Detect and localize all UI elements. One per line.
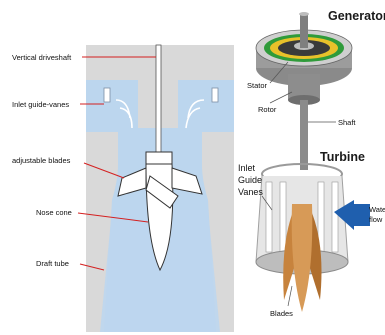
turbine-generator-illustration: Generator Turbine [238, 9, 385, 318]
label-stator: Stator [247, 81, 268, 90]
label-rotor: Rotor [258, 105, 277, 114]
turbine-illustration [256, 164, 370, 312]
label-water: Water [369, 205, 385, 214]
guide-vane-left [104, 88, 110, 102]
label-flow: flow [369, 215, 383, 224]
generator-shaft-top [300, 14, 308, 48]
generator-shaft-cap [299, 12, 309, 16]
guide-vane-2 [280, 182, 286, 252]
generator-illustration [256, 12, 352, 105]
title-generator: Generator [328, 9, 385, 23]
driveshaft [156, 45, 161, 155]
title-turbine: Turbine [320, 150, 365, 164]
label-inlet: Inlet [238, 163, 256, 173]
label-guide: Guide [238, 175, 262, 185]
label-adjustable-blades: adjustable blades [12, 156, 71, 165]
shaft [300, 100, 308, 170]
guide-vane-right [212, 88, 218, 102]
kaplan-cross-section: Vertical driveshaft Inlet guide-vanes ad… [12, 45, 234, 332]
label-inlet-guide-vanes: Inlet guide-vanes [12, 100, 69, 109]
label-shaft: Shaft [338, 118, 356, 127]
runner-cone [292, 204, 313, 312]
label-nose-cone: Nose cone [36, 208, 72, 217]
water-intake-left [86, 80, 138, 132]
guide-vane-1 [266, 182, 272, 252]
guide-vane-4 [332, 182, 338, 252]
label-draft-tube: Draft tube [36, 259, 69, 268]
label-vertical-driveshaft: Vertical driveshaft [12, 53, 72, 62]
label-blades: Blades [270, 309, 293, 318]
hub [146, 152, 172, 164]
label-vanes: Vanes [238, 187, 263, 197]
leader-blades [288, 286, 292, 306]
